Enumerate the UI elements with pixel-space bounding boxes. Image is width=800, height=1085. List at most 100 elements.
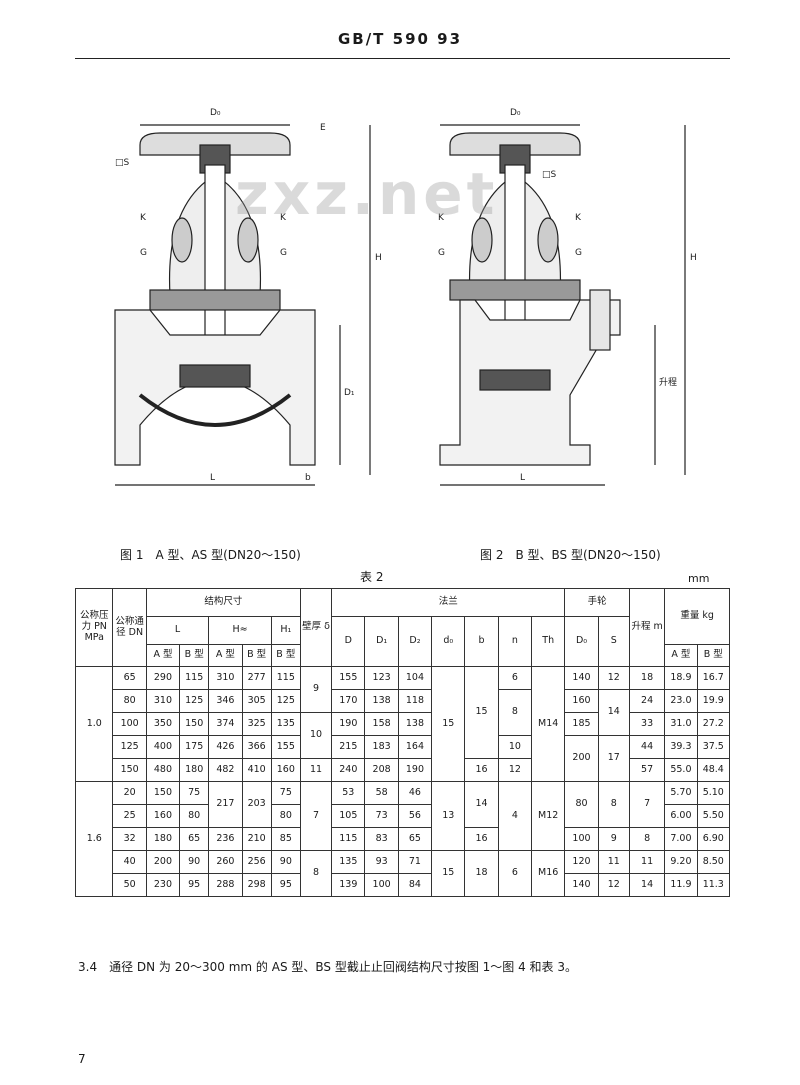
cell-mass-a: 11.9 — [664, 873, 698, 897]
cell-mass-b: 6.90 — [696, 827, 731, 851]
watermark: zxz.net — [235, 160, 499, 228]
cell-d0: 13 — [431, 781, 466, 851]
cell-dn: 125 — [112, 735, 147, 759]
th-d: D — [331, 616, 366, 667]
label-d0: D₀ — [210, 108, 221, 118]
cell-la: 350 — [145, 712, 181, 736]
cell-lb: 180 — [179, 758, 210, 782]
cell-lb: 115 — [179, 666, 210, 690]
cell-h1: 85 — [270, 827, 301, 851]
cell-la: 310 — [145, 689, 181, 713]
label-l: L — [520, 473, 525, 483]
cell-h1: 160 — [270, 758, 301, 782]
cell-mass-b: 27.2 — [696, 712, 731, 736]
figure-2-caption: 图 2 B 型、BS 型(DN20～150) — [480, 548, 661, 562]
th-wheel-s: S — [597, 616, 630, 667]
cell-ha: 482 — [208, 758, 243, 782]
cell-lb: 75 — [179, 781, 210, 805]
cell-wheel-s: 17 — [597, 735, 630, 782]
cell-d1: 158 — [364, 712, 399, 736]
cell-lift: 14 — [628, 873, 666, 897]
page-number: 7 — [78, 1052, 86, 1066]
label-k-right: K — [575, 213, 582, 223]
cell-d2: 46 — [397, 781, 433, 805]
cell-h1: 95 — [270, 873, 301, 897]
cell-d: 135 — [331, 850, 366, 874]
label-d1-side: D₁ — [344, 388, 355, 398]
cell-lb: 150 — [179, 712, 210, 736]
cell-wheel-s: 12 — [597, 666, 630, 690]
cell-b: 16 — [464, 827, 499, 851]
cell-h1: 135 — [270, 712, 301, 736]
cell-d: 170 — [331, 689, 366, 713]
cell-b: 15 — [464, 666, 499, 759]
cell-dn: 80 — [112, 689, 147, 713]
cell-d2: 190 — [397, 758, 433, 782]
cell-wheel-d0: 80 — [564, 781, 599, 828]
cell-mass-b: 8.50 — [696, 850, 731, 874]
cell-hb: 366 — [241, 735, 272, 759]
th-pn: 公称压力 PN MPa — [74, 588, 114, 667]
cell-ha: 288 — [208, 873, 243, 897]
cell-d: 115 — [331, 827, 366, 851]
th-lift: 升程 m — [628, 588, 666, 667]
cell-mass-a: 9.20 — [664, 850, 698, 874]
th-h1-b: B 型 — [270, 644, 301, 667]
cell-mass-b: 5.50 — [696, 804, 731, 828]
cell-lift: 57 — [628, 758, 666, 782]
cell-ha: 260 — [208, 850, 243, 874]
cell-mass-b: 37.5 — [696, 735, 731, 759]
cell-lift: 33 — [628, 712, 666, 736]
cell-mass-a: 55.0 — [664, 758, 698, 782]
cell-wheel-d0: 120 — [564, 850, 599, 874]
label-g-right: G — [575, 248, 582, 258]
th-wheel-d0: D₀ — [564, 616, 599, 667]
cell-d: 215 — [331, 735, 366, 759]
cell-d: 240 — [331, 758, 366, 782]
figure-1-caption: 图 1 A 型、AS 型(DN20～150) — [120, 548, 301, 562]
cell-d2: 118 — [397, 689, 433, 713]
cell-hb: 203 — [241, 781, 272, 828]
th-d2: D₂ — [397, 616, 433, 667]
cell-mass-b: 5.10 — [696, 781, 731, 805]
cell-b: 16 — [464, 758, 499, 782]
label-k-left: K — [438, 213, 445, 223]
cell-lb: 65 — [179, 827, 210, 851]
table-row: 25 160 80 80 105 73 56 6.00 5.50 — [76, 804, 731, 828]
table-row: 1.0 65 290 115 310 277 115 9 155 123 104… — [74, 666, 731, 782]
cell-d1: 58 — [364, 781, 399, 805]
cell-mass-b: 11.3 — [696, 873, 731, 897]
cell-la: 480 — [145, 758, 181, 782]
cell-d: 139 — [331, 873, 366, 897]
cell-dn: 50 — [112, 873, 147, 897]
th-wall: 壁厚 δ — [299, 588, 333, 667]
cell-d2: 71 — [397, 850, 433, 874]
spec-table: 公称压力 PN MPa 公称通径 DN 结构尺寸 壁厚 δ 法兰 手轮 升程 m… — [74, 588, 731, 897]
cell-hb: 325 — [241, 712, 272, 736]
cell-d2: 138 — [397, 712, 433, 736]
cell-lift: 24 — [628, 689, 666, 713]
cell-mass-b: 19.9 — [696, 689, 731, 713]
label-g-left: G — [438, 248, 445, 258]
cell-ha: 310 — [208, 666, 243, 690]
cell-ha: 426 — [208, 735, 243, 759]
label-b-side: b — [305, 473, 311, 483]
cell-n: 8 — [497, 689, 533, 736]
cell-h1: 115 — [270, 666, 301, 690]
cell-d: 190 — [331, 712, 366, 736]
cell-dn: 32 — [112, 827, 147, 851]
cell-la: 200 — [145, 850, 181, 874]
cell-d1: 83 — [364, 827, 399, 851]
table-row: 150 480 180 482 410 160 11 240 208 190 1… — [76, 758, 731, 782]
cell-dn: 150 — [112, 758, 147, 782]
cell-h1: 125 — [270, 689, 301, 713]
th-mass: 重量 kg — [664, 588, 730, 645]
label-d0: D₀ — [510, 108, 521, 118]
cell-d2: 65 — [397, 827, 433, 851]
cell-d: 155 — [331, 666, 366, 690]
cell-wheel-s: 11 — [597, 850, 630, 874]
label-g-left: G — [140, 248, 147, 258]
cell-h1: 75 — [270, 781, 301, 805]
cell-d1: 208 — [364, 758, 399, 782]
label-lift: 升程 — [659, 377, 677, 388]
